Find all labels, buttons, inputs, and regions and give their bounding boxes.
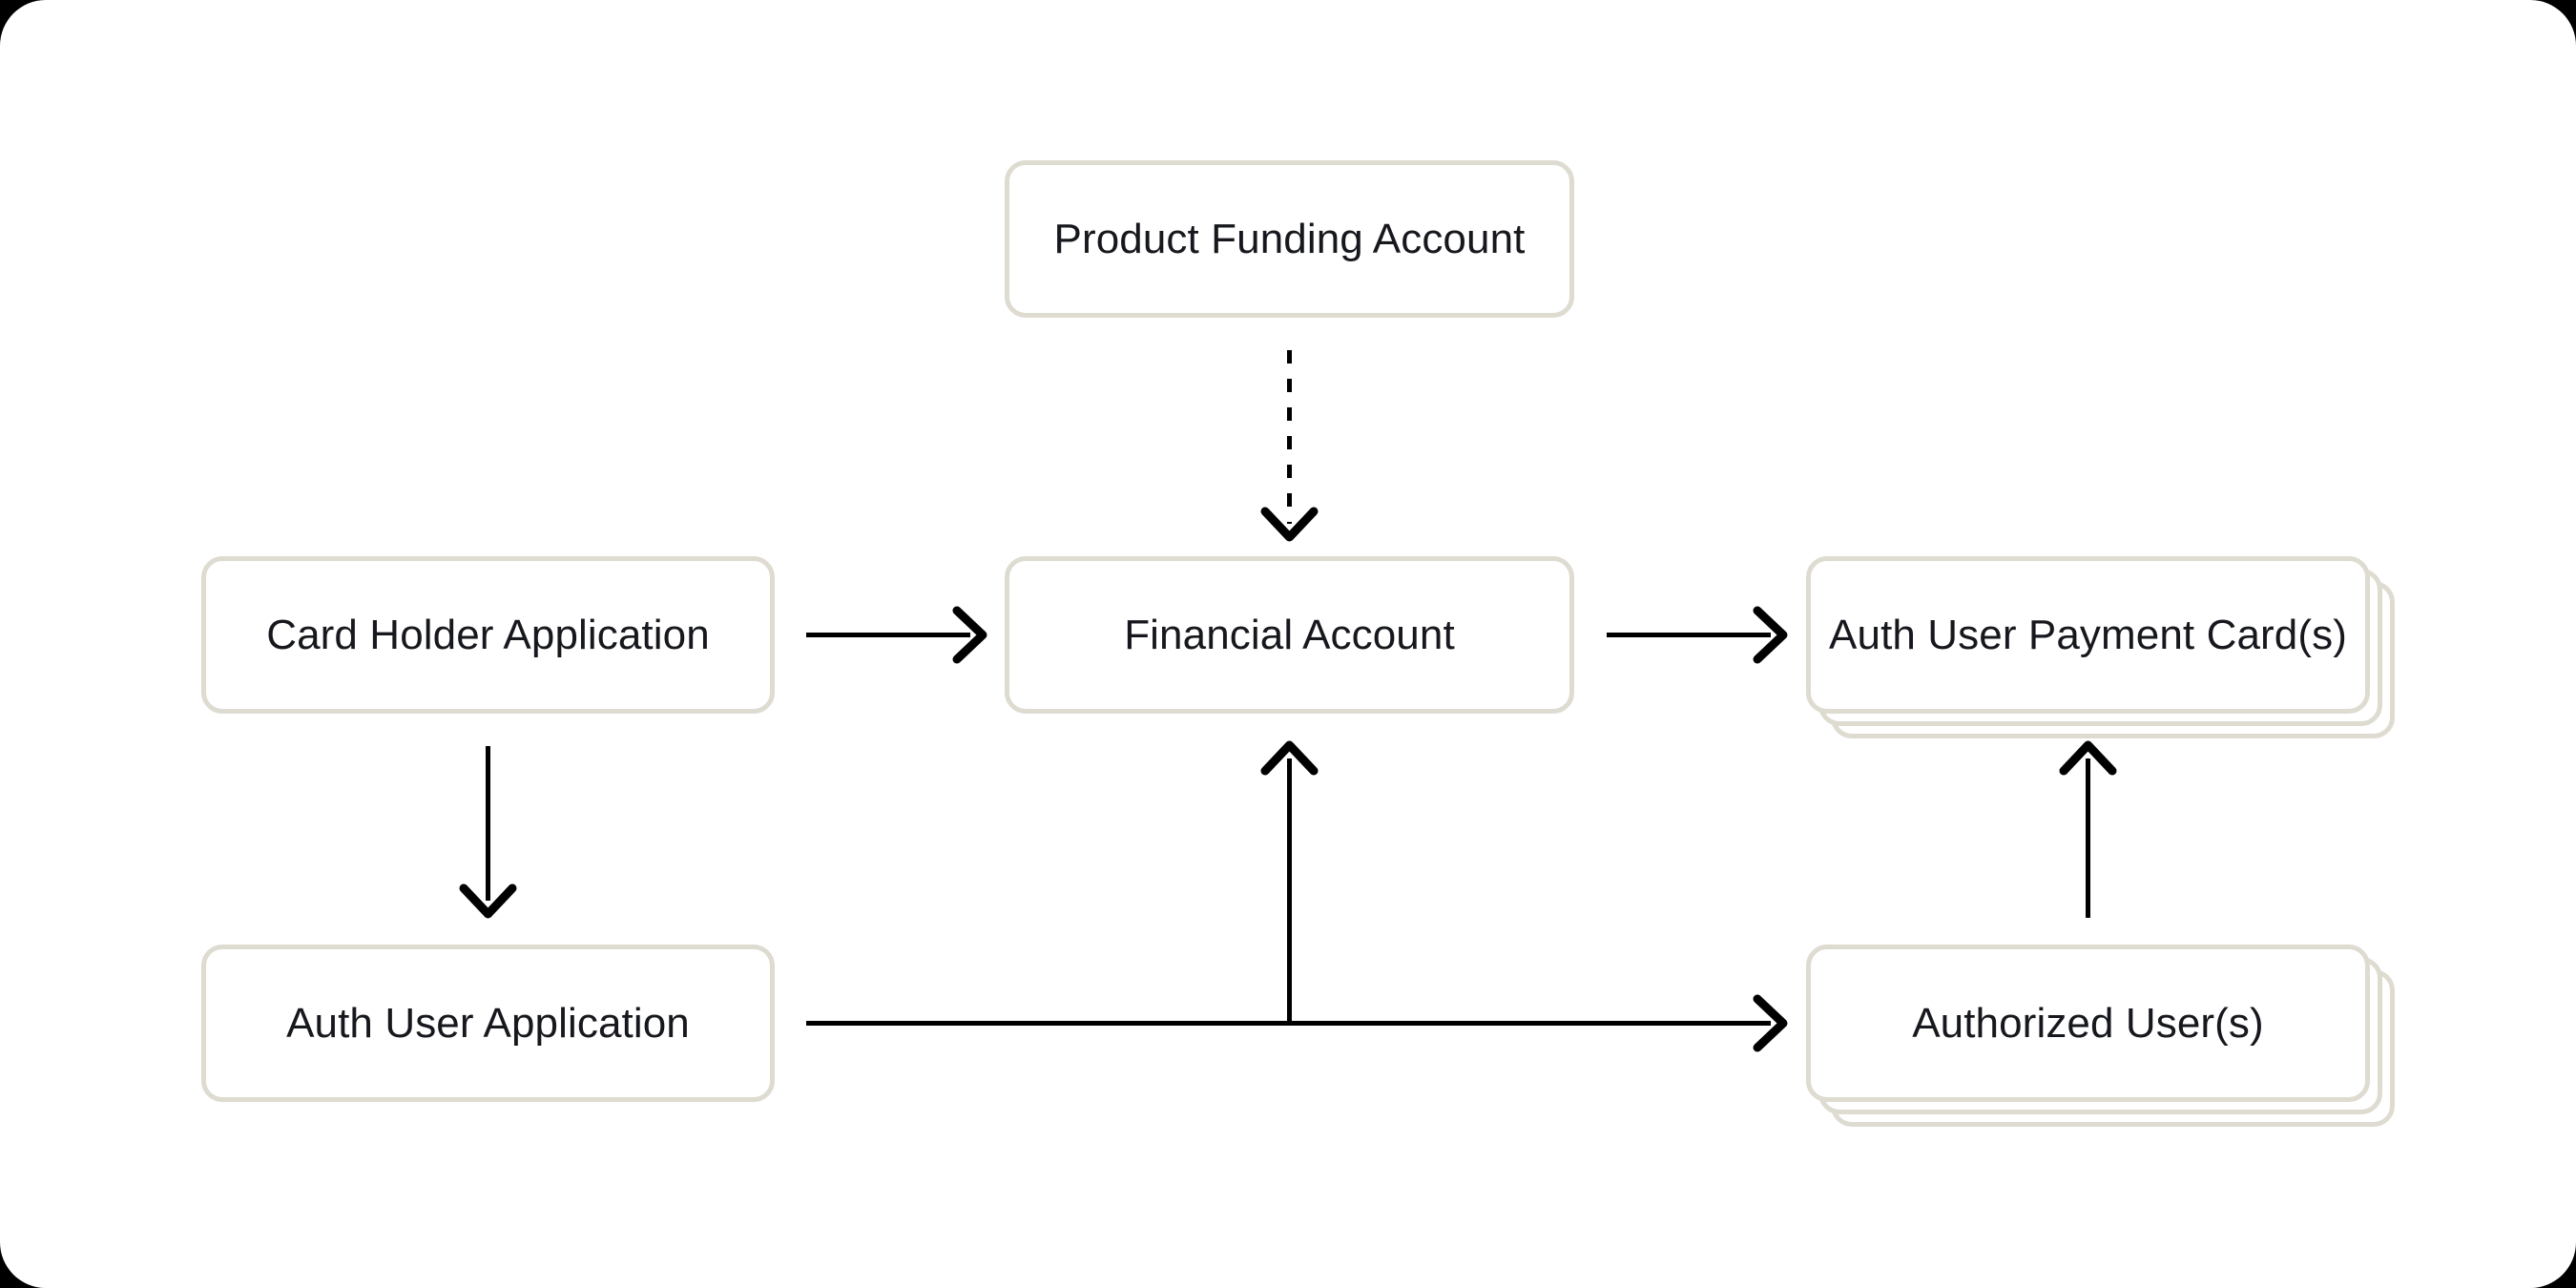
edge-authuserapp-to-authorizedusers: [806, 994, 1788, 1052]
edge-cardholder-to-financial: [806, 606, 987, 664]
node-financial-account[interactable]: Financial Account: [1005, 556, 1574, 714]
node-label-card-holder-application: Card Holder Application: [266, 611, 710, 658]
node-authorized-users[interactable]: Authorized User(s): [1806, 945, 2395, 1127]
node-auth-user-application[interactable]: Auth User Application: [201, 945, 775, 1102]
edge-authuserapp-to-financial: [1260, 740, 1319, 1026]
edge-funding-to-financial: [1260, 350, 1319, 542]
node-card-holder-application[interactable]: Card Holder Application: [201, 556, 775, 714]
edge-cardholder-to-authuserapp: [459, 746, 517, 919]
edge-financial-to-cards: [1607, 606, 1788, 664]
node-label-product-funding-account: Product Funding Account: [1053, 215, 1526, 262]
node-product-funding-account[interactable]: Product Funding Account: [1005, 160, 1574, 318]
node-auth-user-payment-cards[interactable]: Auth User Payment Card(s): [1806, 556, 2395, 738]
node-label-auth-user-payment-cards: Auth User Payment Card(s): [1829, 611, 2347, 658]
node-label-financial-account: Financial Account: [1124, 611, 1455, 658]
stack-layer-front[interactable]: Authorized User(s): [1806, 945, 2370, 1102]
edge-authorizedusers-to-cards: [2059, 740, 2117, 918]
stack-layer-front[interactable]: Auth User Payment Card(s): [1806, 556, 2370, 714]
node-label-auth-user-application: Auth User Application: [286, 999, 690, 1047]
node-label-authorized-users: Authorized User(s): [1912, 999, 2264, 1047]
